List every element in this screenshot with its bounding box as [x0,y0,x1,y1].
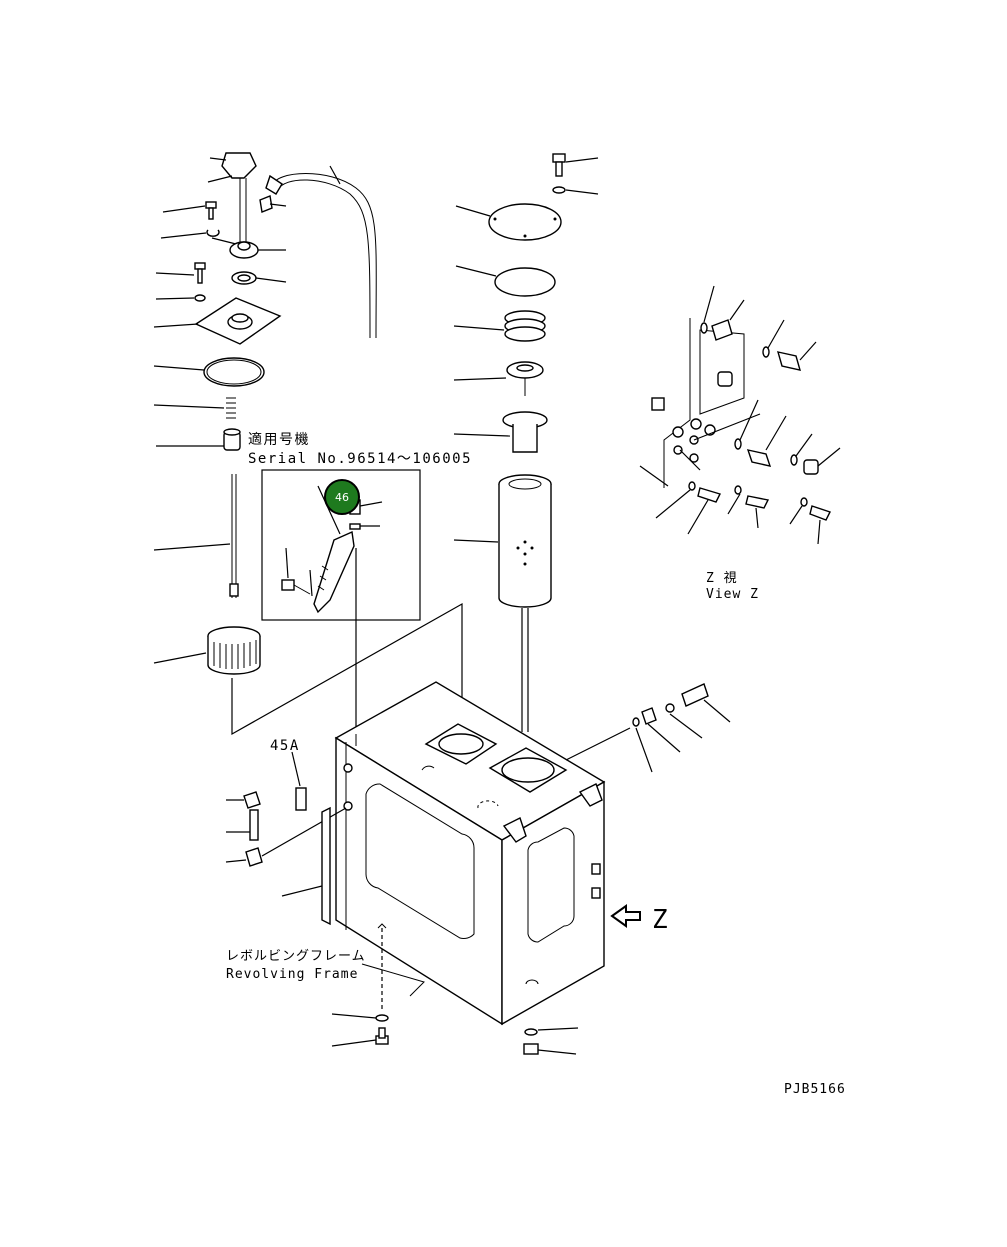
strainer-element [153,626,261,675]
spring [153,397,236,419]
plate-45a [295,787,307,811]
inset-screw [281,547,313,597]
view-z-arrow [610,904,641,928]
drawing-code: PJB5166 [784,1082,846,1097]
hydraulic-tank [334,681,606,1026]
view-z-label-jp: Z 視 [706,571,738,586]
bypass-valve [453,361,544,396]
tank-right-fittings [565,683,731,773]
o-ring-large [153,357,265,387]
bolt-1 [162,201,217,220]
callout-46[interactable]: 46 [324,479,360,515]
tank-left-fittings [225,791,347,926]
washer-1 [155,294,206,302]
serial-label-en: Serial No.96514～106005 [248,451,472,467]
filter-case [453,411,548,453]
flange-adapter [229,241,286,259]
tank-bottom-bolts [331,923,579,1055]
gasket-small [231,271,287,285]
dipstick [153,474,239,598]
filter-o-ring [455,265,556,297]
cover-bolt [552,153,599,195]
cover-plate [153,297,282,345]
bolt-2 [155,262,206,284]
view-z-detail [639,285,841,545]
breather-cap [207,152,257,183]
view-z-label-en: View Z [706,587,759,602]
filter-cover [455,203,562,241]
frame-label-en: Revolving Frame [226,967,358,982]
breather-tube [259,165,377,339]
filter-element [453,474,552,608]
valve-body [156,428,241,451]
serial-label-jp: 適用号機 [248,431,310,448]
callout-46-number: 46 [335,491,349,504]
clip-1 [160,229,237,245]
filter-spring [453,310,546,342]
label-45a: 45A [270,738,300,754]
revolving-frame-outline [361,963,425,997]
frame-label-jp: レボルビングフレーム [226,949,366,964]
inset-bracket [313,485,355,614]
serial-inset-box [261,469,421,621]
view-z-letter: Z [652,905,668,935]
